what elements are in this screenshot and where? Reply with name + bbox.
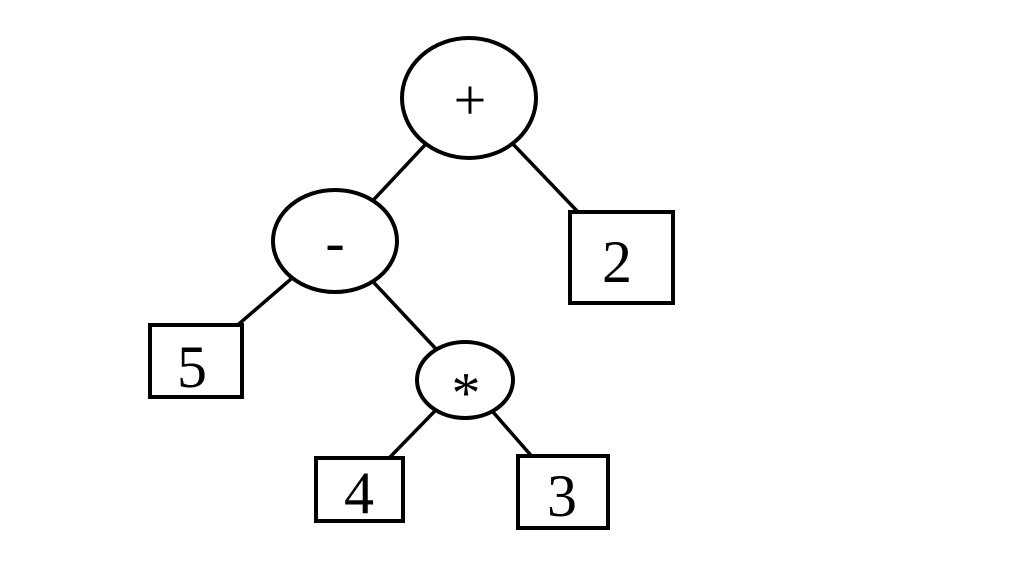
two-rect bbox=[568, 210, 675, 305]
five-rect bbox=[148, 323, 244, 399]
three-label: 3 bbox=[547, 463, 577, 529]
two-label: 2 bbox=[602, 229, 632, 295]
three-rect bbox=[516, 454, 610, 530]
node-plus: + bbox=[400, 36, 538, 160]
tree-edges bbox=[194, 96, 623, 494]
plus-label: + bbox=[454, 68, 487, 133]
four-label: 4 bbox=[344, 460, 374, 526]
plus-ellipse bbox=[400, 36, 538, 160]
star-ellipse bbox=[415, 340, 515, 420]
node-five: 5 bbox=[148, 323, 244, 400]
node-two: 2 bbox=[568, 210, 675, 305]
node-four: 4 bbox=[314, 456, 405, 526]
node-star: * bbox=[415, 340, 515, 426]
node-three: 3 bbox=[516, 454, 610, 530]
star-label: * bbox=[452, 361, 481, 426]
five-label: 5 bbox=[177, 334, 207, 400]
minus-label: - bbox=[325, 210, 344, 275]
minus-ellipse bbox=[271, 188, 399, 294]
node-minus: - bbox=[271, 188, 399, 294]
four-rect bbox=[314, 456, 405, 523]
